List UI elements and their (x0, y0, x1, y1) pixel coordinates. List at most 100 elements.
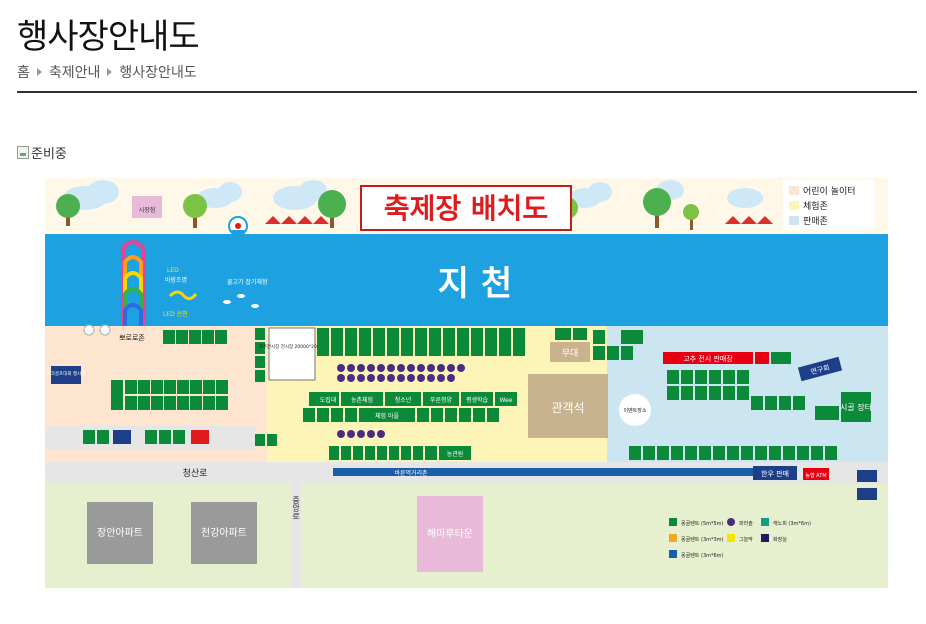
breadcrumb-festival[interactable]: 축제안내 (48, 65, 101, 81)
yeongu-box (797, 356, 843, 382)
park-golf-box (51, 366, 81, 384)
nongkwan-label: 농관원 (447, 450, 464, 458)
tent-block (83, 328, 277, 446)
key-item: 몽골텐트 (5m*5m) (681, 520, 724, 527)
hanwoo-label: 한우 판매 (761, 469, 789, 478)
chevron-right-icon (36, 68, 42, 76)
led2-label: 바람조명 (165, 276, 187, 284)
dorip-label: 도립대 (320, 396, 337, 404)
atm-box (803, 468, 829, 480)
jangan-label: 장안아파트 (97, 527, 143, 539)
toilet-box (113, 430, 131, 444)
jungang-label: 중앙로 (291, 496, 300, 520)
stage-box (550, 342, 590, 362)
cheongan-label: 천강아파트 (201, 527, 247, 539)
title-divider (17, 91, 917, 93)
jangan-apt (87, 502, 153, 564)
banner-title: 축제장 배치도 (384, 192, 548, 225)
dragon-icon (168, 290, 198, 301)
key-swatch (669, 534, 677, 542)
market-label: 시장점 (139, 206, 156, 214)
red-booth (191, 430, 209, 444)
legend-swatch-kids (789, 186, 799, 195)
nongchon-label: 농촌체험 (351, 396, 373, 404)
experience-village-label: 체험 마을 (375, 412, 399, 420)
fish-exp-label: 물고기 잡기체험 (227, 278, 268, 286)
location-pin-icon (228, 216, 248, 242)
pepper-exhibit-label: 고추전시장 전시장 20000*20000 (259, 343, 326, 350)
broken-image: 준비중 (17, 143, 67, 162)
chevron-right-icon (107, 68, 113, 76)
key-item: 화장실 (773, 536, 787, 543)
pyeong-label: 평생학습 (466, 396, 489, 404)
led3-label: LED 산천 (163, 310, 188, 318)
key-item: 몽골텐트 (3m*6m) (681, 552, 724, 559)
tent-row (317, 328, 643, 360)
center-road (291, 484, 301, 588)
sale-tents (629, 370, 839, 460)
map-key: 몽골텐트 (5m*5m) 파라솔 캐노피 (3m*6m) 몽골텐트 (3m*3m… (669, 518, 811, 559)
led-label: LED (167, 267, 179, 274)
wee-label: Wee (500, 397, 513, 404)
breadcrumb-current: 행사장안내도 (119, 65, 197, 81)
key-swatch (727, 518, 735, 526)
youth2-label: 푸른청양 (430, 396, 453, 404)
park-golf-label: 파크골프대회 행사장 (47, 370, 86, 377)
key-item: 몽골텐트 (3m*3m) (681, 536, 724, 543)
legend-swatch-exp (789, 201, 799, 210)
rainbow-tunnel-icon (121, 240, 145, 328)
key-item: 파라솔 (739, 520, 753, 527)
legend-exp: 체험존 (803, 201, 828, 212)
hanwoo-box (753, 466, 797, 480)
river-label: 지 천 (438, 264, 512, 304)
experience-tents (303, 392, 499, 460)
green-booth (771, 352, 791, 364)
pepper-sale-label: 고추 전시 판매장 (683, 354, 733, 363)
red-booth (755, 352, 769, 364)
page-title: 행사장안내도 (17, 17, 200, 57)
pepper-exhibit-box (268, 327, 316, 381)
pepper-sale-box (663, 352, 753, 364)
toilet-box (857, 470, 877, 482)
food-street-bar (333, 468, 789, 476)
event-stage-label: 이벤트장소 (623, 407, 646, 414)
tent-row-icon (265, 216, 773, 224)
toilet-box (857, 488, 877, 500)
breadcrumb-home[interactable]: 홈 (17, 65, 30, 81)
festival-site-map: 시장점 축제장 배치도 어린이 놀이터 체험존 판매존 지 천 LED 바람조명… (45, 178, 888, 588)
fish-icon (223, 294, 259, 308)
legend-swatch-sale (789, 216, 799, 225)
wee-box (495, 392, 517, 406)
key-item: 그늘막 (739, 536, 753, 543)
barunmeok-label: 바른먹거리촌 (394, 469, 428, 477)
site-map-svg: 시장점 축제장 배치도 어린이 놀이터 체험존 판매존 지 천 LED 바람조명… (45, 178, 888, 588)
key-item: 캐노피 (3m*6m) (773, 520, 811, 527)
character-icon (83, 324, 95, 336)
stage-label: 무대 (562, 348, 579, 359)
sigol-box (841, 392, 871, 422)
pororo-label: 뽀로로존 (119, 334, 145, 342)
audience-area (528, 374, 608, 438)
parasol-icon (337, 364, 465, 438)
atm-label: 농협 ATM (805, 472, 826, 479)
banner-box (360, 185, 572, 231)
youth-label: 청소년 (395, 396, 412, 404)
key-swatch (727, 534, 735, 542)
legend-sale: 판매존 (803, 216, 828, 227)
river (45, 234, 888, 326)
key-swatch (761, 518, 769, 526)
character-icon (99, 324, 111, 336)
broken-image-alt: 준비중 (31, 147, 67, 162)
key-swatch (669, 518, 677, 526)
cheongsan-label: 청산로 (183, 468, 208, 479)
legend-kids: 어린이 놀이터 (803, 186, 856, 197)
event-stage-circle (619, 394, 651, 426)
audience-label: 관객석 (551, 401, 584, 415)
sigol-label: 시골 장터 (840, 402, 872, 412)
haemaru-label: 해마루타운 (427, 527, 473, 540)
cheongan-apt (191, 502, 257, 564)
market-box (132, 196, 162, 218)
haemaru-box (417, 496, 483, 572)
key-swatch (761, 534, 769, 542)
key-swatch (669, 550, 677, 558)
